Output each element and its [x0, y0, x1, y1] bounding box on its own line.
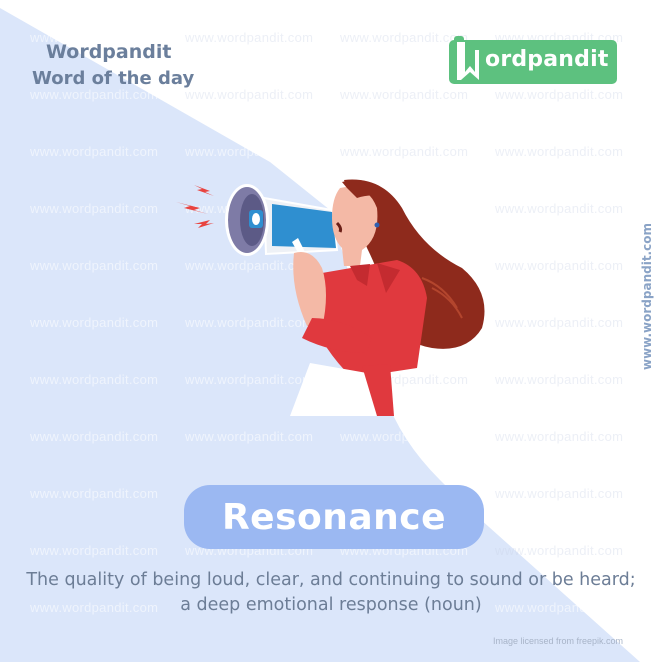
brand-title: Wordpandit	[46, 41, 172, 63]
sound-burst-icon	[176, 185, 214, 228]
side-url: www.wordpandit.com	[640, 223, 654, 370]
definition-line-2: a deep emotional response (noun)	[180, 595, 482, 615]
bookmark-w-icon	[457, 42, 479, 80]
logo-text: ordpandit	[485, 47, 609, 72]
definition-line-1: The quality of being loud, clear, and co…	[26, 570, 636, 590]
word-term: Resonance	[221, 496, 447, 538]
word-pill: Resonance	[184, 485, 484, 549]
brand-subtitle: Word of the day	[32, 68, 195, 89]
megaphone-icon	[225, 184, 339, 260]
definition: The quality of being loud, clear, and co…	[0, 568, 662, 618]
image-credit: Image licensed from freepik.com	[493, 636, 624, 646]
wordpandit-logo: ordpandit	[449, 36, 617, 84]
woman-megaphone-illustration	[176, 179, 485, 416]
